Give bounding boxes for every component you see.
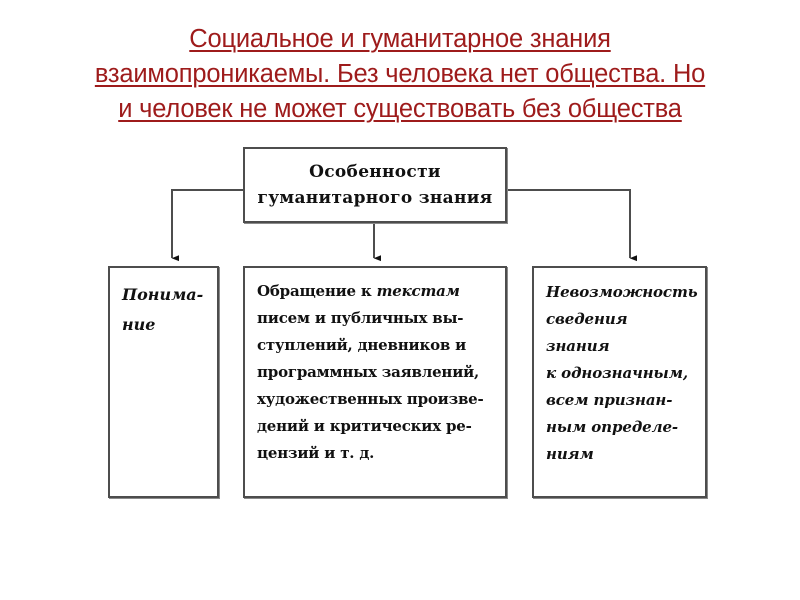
node-nevozmozhnost-label-line-4: всем признан-	[546, 391, 673, 409]
connector-root-to-ponimanie	[171, 189, 243, 262]
node-obrashchenie-label-line-7: цензий и т. д.	[257, 444, 375, 462]
node-ponimanie-box: Понима- ние	[108, 266, 219, 498]
node-nevozmozhnost-label-line-1: Невозможность	[546, 283, 698, 301]
connector-root-to-nevozmozhnost	[507, 189, 638, 262]
node-root-label-line-1: Особенности	[309, 162, 441, 182]
node-root-label: Особенности гуманитарного знания	[258, 159, 493, 211]
node-nevozmozhnost-label-line-5: ным определе-	[546, 418, 679, 436]
node-obrashchenie-label-line-6: дений и критических ре-	[257, 417, 472, 435]
node-obrashchenie-box: Обращение к текстам писем и публичных вы…	[243, 266, 507, 498]
node-obrashchenie-emphasis: текстам	[376, 282, 460, 300]
node-obrashchenie-label-line-4: программных заявлений,	[257, 363, 480, 381]
node-ponimanie-label-line-1: Понима-	[122, 285, 204, 304]
node-nevozmozhnost-label-line-3: к однозначным,	[546, 364, 688, 382]
node-obrashchenie-label-line-5: художественных произве-	[257, 390, 484, 408]
node-nevozmozhnost-label-line-2: сведения знания	[546, 310, 628, 355]
node-root-box: Особенности гуманитарного знания	[243, 147, 507, 223]
title-line-1: Социальное и гуманитарное знания	[189, 25, 611, 53]
node-obrashchenie-label-line-2: писем и публичных вы-	[257, 309, 464, 327]
node-obrashchenie-label: Обращение к текстам писем и публичных вы…	[257, 278, 493, 467]
node-ponimanie-label: Понима- ние	[122, 280, 209, 340]
slide-title: Социальное и гуманитарное знания взаимоп…	[40, 22, 760, 127]
node-nevozmozhnost-label: Невозможность сведения знания к однознач…	[546, 279, 698, 468]
title-line-2: взаимопроникаемы. Без человека нет общес…	[94, 60, 706, 88]
title-line-3: и человек не может существовать без обще…	[118, 95, 682, 123]
node-root-label-line-2: гуманитарного знания	[257, 188, 493, 208]
node-obrashchenie-label-line-1: Обращение к текстам	[257, 282, 460, 300]
node-nevozmozhnost-label-line-6: ниям	[546, 445, 594, 463]
node-nevozmozhnost-box: Невозможность сведения знания к однознач…	[532, 266, 707, 498]
node-obrashchenie-label-line-3: ступлений, дневников и	[257, 336, 467, 354]
node-ponimanie-label-line-2: ние	[122, 315, 156, 334]
